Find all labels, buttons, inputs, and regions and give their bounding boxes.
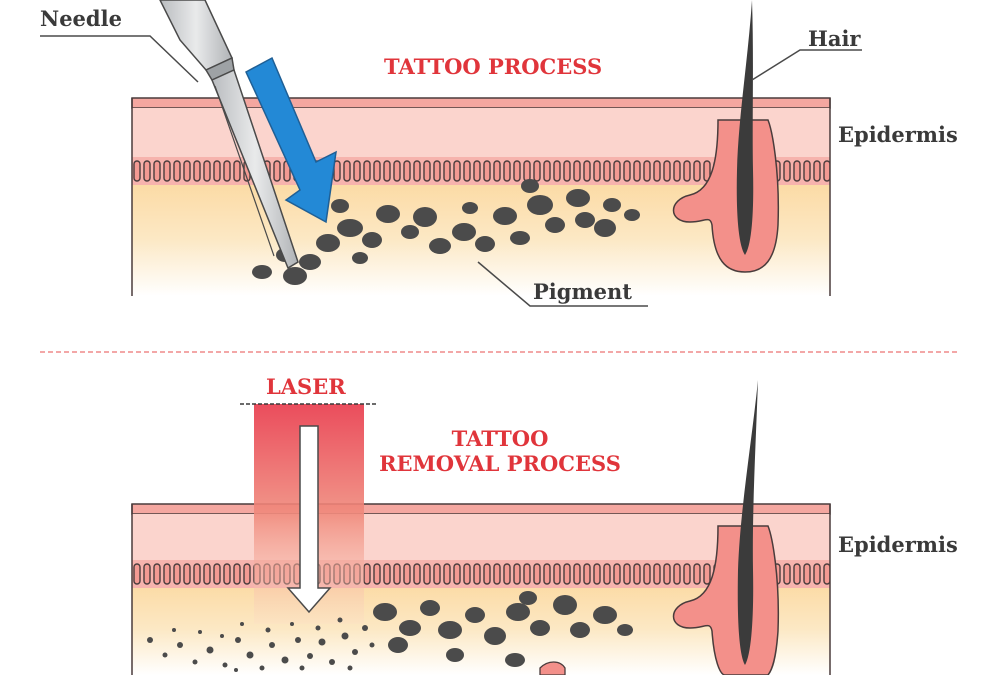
laser-beam <box>240 403 378 624</box>
top-hair-shaft <box>736 0 754 255</box>
bottom-hair-shaft <box>737 380 758 665</box>
epidermis-label-top: Epidermis <box>838 122 958 147</box>
needle-leader <box>40 35 199 83</box>
removal-title-line2: REMOVAL PROCESS <box>379 451 621 477</box>
removal-title-line1: TATTOO <box>451 426 549 451</box>
epidermis-label-bottom: Epidermis <box>838 532 958 557</box>
laser-arrow <box>286 425 332 614</box>
tattoo-process-title: TATTOO PROCESS <box>384 54 603 79</box>
removal-process-title: TATTOO REMOVAL PROCESS <box>370 426 630 476</box>
laser-label: LASER <box>266 374 346 399</box>
fragmented-pigment <box>147 617 375 672</box>
needle-shaft <box>211 68 299 270</box>
needle-shaft-line <box>214 85 275 257</box>
hair-label: Hair <box>808 26 861 51</box>
bottom-skin-surface <box>131 503 831 515</box>
hair-leader <box>751 49 862 81</box>
needle-tool <box>159 0 299 270</box>
bottom-epidermis-layer <box>132 514 830 562</box>
injection-arrow <box>245 56 337 224</box>
bottom-cell-shape <box>539 661 566 675</box>
top-pigment-cluster <box>252 179 640 285</box>
needle-label: Needle <box>40 6 122 31</box>
bottom-pigment-cluster <box>373 591 633 667</box>
pigment-leader <box>477 261 648 307</box>
needle-handle <box>159 0 233 71</box>
bottom-skin-section <box>131 380 831 675</box>
pigment-label: Pigment <box>533 279 633 304</box>
